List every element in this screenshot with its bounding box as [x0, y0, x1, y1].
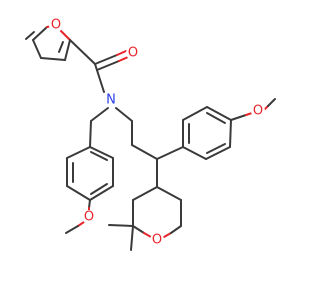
bond: [90, 107, 109, 122]
molecule-structure: O O N O O O: [25, 18, 276, 251]
atom-label-o: O: [152, 233, 162, 248]
bond: [206, 143, 226, 154]
bond: [163, 232, 172, 238]
bond: [25, 31, 35, 40]
bond: [170, 225, 182, 234]
bond: [229, 119, 232, 148]
atom-label-o: O: [51, 18, 61, 33]
atom-label-o: O: [128, 46, 138, 61]
bond: [245, 112, 253, 116]
furan-oxygen: O: [49, 18, 63, 33]
bond: [143, 232, 152, 238]
methoxy-oxygen-right: O: [251, 104, 265, 119]
bond: [69, 39, 96, 65]
bond: [90, 183, 108, 195]
bond: [206, 112, 226, 124]
bond: [94, 63, 105, 93]
bond: [77, 221, 85, 227]
bond: [206, 106, 232, 121]
bond: [89, 120, 92, 148]
bonds: [25, 25, 276, 251]
bond: [182, 106, 208, 121]
bond: [96, 60, 120, 71]
bond: [267, 98, 276, 107]
bond: [156, 146, 184, 160]
bond: [66, 185, 91, 201]
atom-label-o: O: [253, 104, 263, 119]
bond: [64, 39, 71, 61]
bond: [88, 199, 91, 209]
bond: [58, 41, 64, 53]
bond: [40, 57, 66, 61]
bond: [132, 186, 158, 201]
carbonyl-oxygen: O: [126, 46, 140, 61]
bond: [89, 185, 114, 201]
atom-label-o: O: [84, 210, 94, 225]
bond: [115, 107, 133, 122]
bond: [32, 39, 42, 59]
bond: [108, 224, 134, 227]
bond: [182, 146, 207, 160]
bond: [132, 225, 145, 234]
bond: [65, 225, 79, 234]
atom-label-n: N: [106, 93, 116, 108]
bond: [66, 146, 91, 159]
bond: [89, 146, 114, 159]
atom-labels: O O N O O O: [49, 18, 265, 248]
bond: [90, 151, 108, 161]
bond: [130, 225, 134, 251]
bond: [118, 56, 129, 62]
amide-nitrogen: N: [104, 93, 118, 108]
bond: [32, 26, 48, 41]
methoxy-oxygen-left: O: [82, 210, 96, 225]
bond: [205, 146, 231, 160]
bond: [131, 144, 158, 160]
bond: [156, 186, 182, 201]
bond: [94, 54, 118, 65]
oxane-oxygen: O: [150, 233, 164, 248]
bond: [116, 50, 127, 56]
bond: [59, 29, 71, 41]
bond: [230, 114, 247, 121]
